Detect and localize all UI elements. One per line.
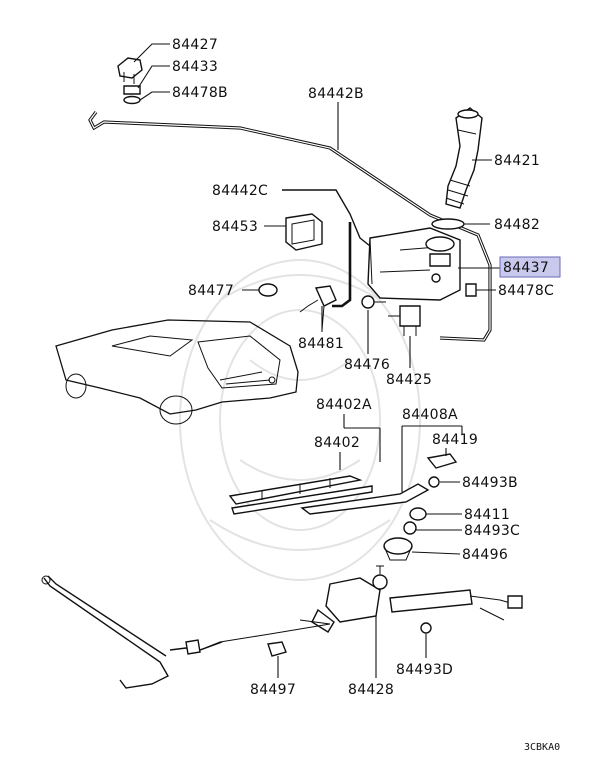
wiper-motor-84428	[199, 565, 523, 651]
watermark	[179, 259, 421, 581]
label-84421: 84421	[494, 153, 540, 169]
label-84476: 84476	[344, 357, 390, 373]
pump-84425	[388, 305, 421, 336]
link-rod	[41, 575, 169, 689]
label-84442B: 84442B	[308, 86, 364, 102]
clamp-84482	[431, 218, 465, 230]
label-84437: 84437	[503, 260, 549, 276]
cap-84419	[426, 453, 458, 469]
grommet-84478B	[123, 95, 141, 105]
nut-84493B	[428, 476, 440, 488]
label-84493C: 84493C	[464, 523, 520, 539]
leader-84427	[133, 43, 170, 63]
screw-84476	[361, 295, 386, 309]
leader-84478B	[139, 91, 170, 101]
nut-84493C	[403, 521, 417, 535]
leader-84402A	[343, 414, 381, 462]
label-84478C: 84478C	[498, 283, 554, 299]
washer-tank-84437	[367, 227, 461, 301]
highlight-84437	[499, 256, 561, 278]
bracket-84453	[285, 213, 323, 251]
label-84402: 84402	[314, 435, 360, 451]
leader-84496	[411, 551, 461, 555]
washer-84411	[409, 507, 427, 521]
diagram-code: 3CBKA0	[524, 742, 560, 753]
connector-plug	[185, 639, 201, 655]
boot-84496	[383, 537, 413, 561]
label-84493B: 84493B	[462, 475, 518, 491]
nozzle-84433	[123, 85, 141, 95]
nut-84493D	[420, 622, 432, 634]
connector-84481	[299, 285, 337, 331]
filler-neck-84421	[445, 107, 483, 209]
grommet-84478C	[465, 283, 477, 297]
label-84442C: 84442C	[212, 183, 268, 199]
label-84408A: 84408A	[402, 407, 458, 423]
label-84433: 84433	[172, 59, 218, 75]
label-84482: 84482	[494, 217, 540, 233]
label-84453: 84453	[212, 219, 258, 235]
label-84419: 84419	[432, 432, 478, 448]
label-84428: 84428	[348, 682, 394, 698]
label-84497: 84497	[250, 682, 296, 698]
label-84493D: 84493D	[396, 662, 453, 678]
label-84481: 84481	[298, 336, 344, 352]
label-84427: 84427	[172, 37, 218, 53]
leader-84433	[137, 65, 170, 89]
wiper-arm-84408A	[300, 483, 430, 515]
leader-84408A	[401, 425, 463, 492]
label-84425: 84425	[386, 372, 432, 388]
wiper-blade-84402	[228, 475, 373, 515]
label-84478B: 84478B	[172, 85, 228, 101]
cap-84477	[258, 283, 278, 297]
label-84411: 84411	[464, 507, 510, 523]
label-84402A: 84402A	[316, 397, 372, 413]
label-84477: 84477	[188, 283, 234, 299]
car-outline	[55, 319, 299, 425]
clip-84497	[267, 641, 287, 657]
nozzle-cap-84427	[117, 57, 143, 84]
label-84496: 84496	[462, 547, 508, 563]
